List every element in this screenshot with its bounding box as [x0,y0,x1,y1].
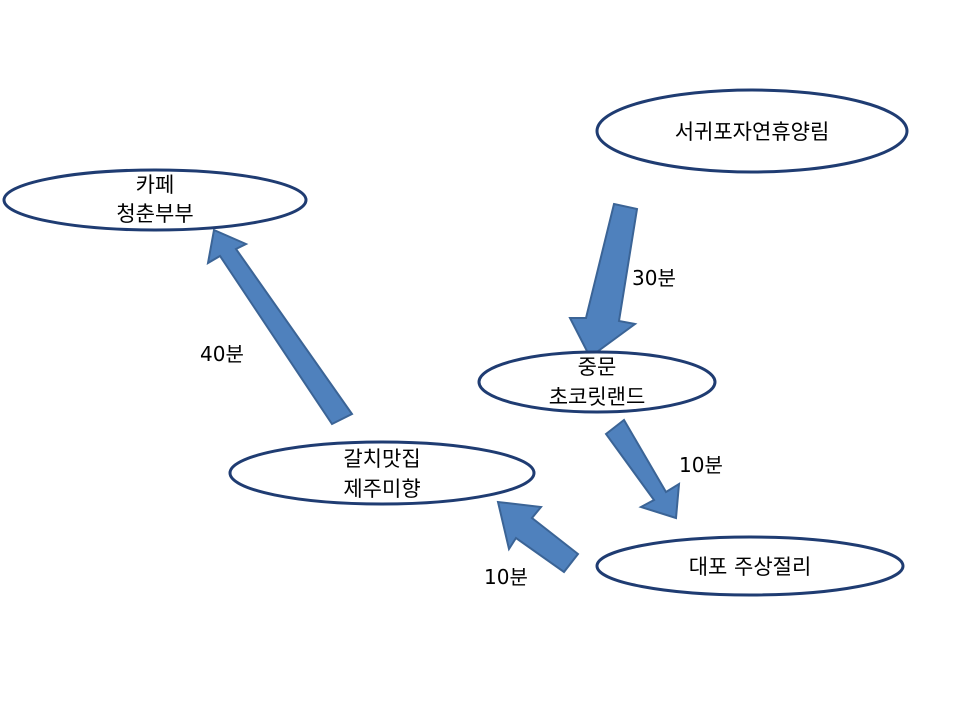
node-daepo-jusangjeolli: 대포 주상절리 [595,535,905,597]
edge-label-daepo-to-galchi: 10분 [484,565,528,589]
arrow-jungmun-to-daepo [604,418,681,520]
node-label-line-1: 카페 [136,173,175,197]
node-ellipse [2,168,308,232]
node-label-line-1: 중문 [578,355,617,379]
edge-label-jungmun-to-daepo: 10분 [679,453,723,477]
node-ellipse [477,350,717,414]
edge-label-forest-to-jungmun: 30분 [632,266,676,290]
node-ellipse [228,440,536,506]
node-jungmun-chocolate: 중문 초코릿랜드 [477,350,717,414]
arrow-daepo-to-galchi [496,500,580,574]
node-ellipse [595,88,909,174]
edge-label-galchi-to-cafe: 40분 [200,342,244,366]
arrow-galchi-to-cafe [206,228,354,426]
node-galchi-restaurant: 갈치맛집 제주미향 [228,440,536,506]
node-label: 대포 주상절리 [689,555,812,579]
node-cafe: 카페 청춘부부 [2,168,308,232]
node-ellipse [595,535,905,597]
node-label-line-2: 제주미향 [343,477,420,501]
arrow-forest-to-jungmun [568,202,639,359]
node-label-line-2: 초코릿랜드 [549,385,646,409]
node-label-line-1: 갈치맛집 [343,447,420,471]
node-seogwipo-forest: 서귀포자연휴양림 [595,88,909,174]
node-label-line-2: 청춘부부 [116,202,193,226]
node-label: 서귀포자연휴양림 [675,120,830,144]
